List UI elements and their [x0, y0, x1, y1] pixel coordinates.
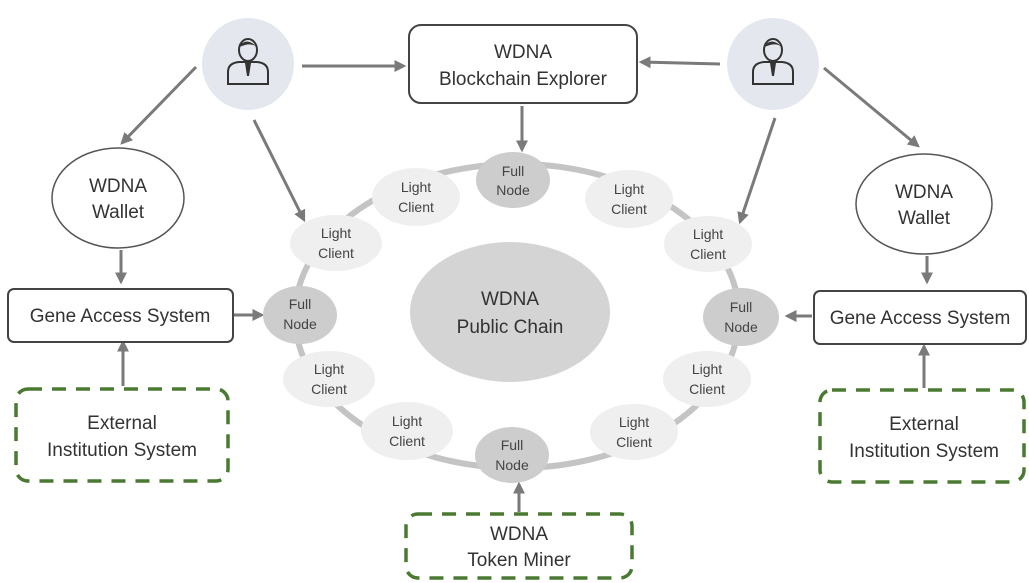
external-institution-right: External Institution System [818, 388, 1026, 484]
light-client-bottom-right: Light Client [590, 404, 678, 460]
light-client-lower-left: Light Client [283, 351, 375, 407]
wallet-left: WDNA Wallet [51, 147, 185, 249]
gas-left-label: Gene Access System [30, 306, 211, 327]
light-client-line1: Light [314, 361, 344, 377]
user-left [202, 18, 294, 110]
ext-right-line1: External [889, 414, 959, 435]
connector-arrows [115, 56, 933, 512]
gene-access-system-left: Gene Access System [7, 288, 234, 343]
external-institution-left: External Institution System [14, 387, 230, 483]
light-client-line2: Client [389, 433, 425, 449]
light-client-lower-right: Light Client [663, 351, 751, 407]
full-node-top: Full Node [476, 152, 550, 208]
token-miner: WDNA Token Miner [404, 512, 634, 580]
full-node-left-line2: Node [283, 316, 317, 332]
light-client-line2: Client [318, 245, 354, 261]
wallet-left-line1: WDNA [89, 176, 147, 197]
light-client-line2: Client [611, 201, 647, 217]
light-client-line1: Light [392, 413, 422, 429]
light-client-top-left: Light Client [372, 168, 460, 226]
explorer-line2: Blockchain Explorer [439, 69, 608, 90]
miner-line1: WDNA [490, 524, 548, 545]
arrow-user-to-wallet [120, 65, 198, 145]
full-node-bottom: Full Node [475, 427, 549, 483]
gene-access-system-right: Gene Access System [813, 290, 1027, 345]
light-client-line1: Light [401, 179, 431, 195]
full-node-bottom-line2: Node [495, 457, 529, 473]
full-node-right: Full Node [703, 288, 779, 346]
full-node-bottom-line1: Full [501, 437, 524, 453]
light-client-bottom-left: Light Client [361, 402, 453, 460]
wallet-right-line2: Wallet [898, 208, 951, 229]
light-client-line1: Light [692, 361, 722, 377]
full-node-left-line1: Full [289, 296, 312, 312]
explorer-line1: WDNA [494, 42, 552, 63]
light-client-line1: Light [693, 226, 723, 242]
arrow-user-to-light-client-right [737, 117, 777, 225]
ext-right-line2: Institution System [849, 441, 999, 462]
full-node-right-line2: Node [724, 319, 758, 335]
full-node-right-line1: Full [730, 299, 753, 315]
public-chain: WDNA Public Chain [410, 242, 610, 382]
light-client-line1: Light [614, 181, 644, 197]
light-client-line2: Client [616, 434, 652, 450]
full-node-left: Full Node [263, 286, 337, 344]
user-icon [227, 38, 269, 85]
wallet-right-line1: WDNA [895, 182, 953, 203]
ext-left-line1: External [87, 413, 157, 434]
arrow-user-to-wallet-right [823, 66, 920, 148]
wallet-right: WDNA Wallet [855, 153, 993, 255]
light-client-top-right: Light Client [585, 170, 673, 228]
public-chain-line1: WDNA [481, 289, 539, 310]
light-client-line1: Light [321, 225, 351, 241]
user-icon [752, 38, 794, 85]
ext-left-line2: Institution System [47, 440, 197, 461]
blockchain-explorer-box: WDNA Blockchain Explorer [408, 24, 638, 104]
light-client-upper-left: Light Client [290, 215, 382, 271]
light-client-line2: Client [311, 381, 347, 397]
light-client-line2: Client [398, 199, 434, 215]
light-client-line2: Client [690, 246, 726, 262]
light-client-line1: Light [619, 414, 649, 430]
arrow-user-to-light-client [252, 119, 306, 223]
arrow-user-to-explorer-right [638, 56, 721, 69]
miner-line2: Token Miner [467, 550, 571, 571]
public-chain-line2: Public Chain [457, 317, 564, 338]
light-client-line2: Client [689, 381, 725, 397]
full-node-top-line1: Full [502, 163, 525, 179]
light-client-upper-right: Light Client [664, 216, 752, 272]
user-right [727, 18, 819, 110]
gas-right-label: Gene Access System [830, 308, 1011, 329]
wallet-left-line2: Wallet [92, 202, 145, 223]
full-node-top-line2: Node [496, 182, 530, 198]
